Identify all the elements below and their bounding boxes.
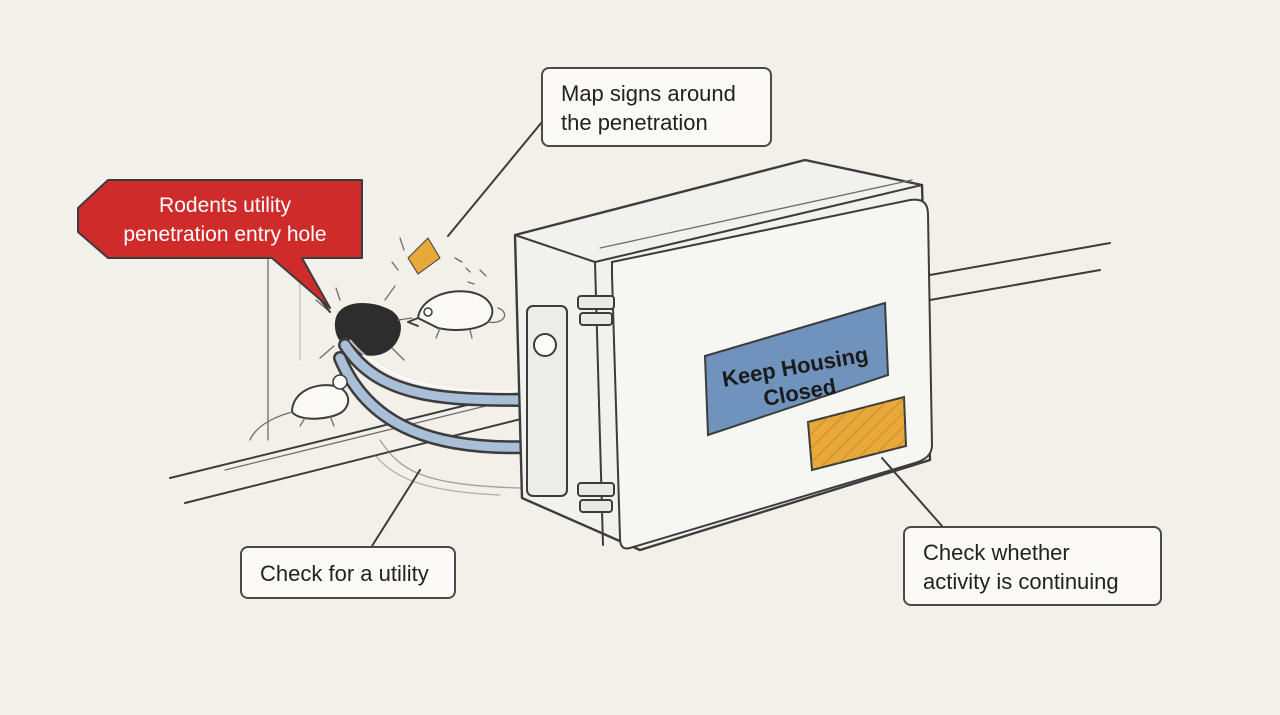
hinge-bottom <box>577 482 615 513</box>
alert-callout-shape <box>77 179 363 309</box>
debris-marks <box>391 237 487 285</box>
entry-hole-callout-line1: Rodents utility <box>159 194 291 217</box>
electrical-housing <box>513 158 934 552</box>
mouse-icon <box>249 374 350 441</box>
cables <box>333 338 537 455</box>
entry-hole-callout-line2: penetration entry hole <box>123 223 327 246</box>
check-utility-callout-text: Check for a utility <box>260 561 429 586</box>
hinge-top <box>577 295 615 326</box>
sign-plate <box>703 301 890 437</box>
check-activity-callout: Check whether activity is continuing <box>903 526 1162 606</box>
map-signs-callout-line1: Map signs around <box>561 81 736 106</box>
pipe-rail <box>169 242 1111 504</box>
check-activity-callout-line2: activity is continuing <box>923 569 1119 594</box>
side-port <box>533 333 557 357</box>
check-utility-callout: Check for a utility <box>240 546 456 599</box>
map-signs-callout: Map signs around the penetration <box>541 67 772 147</box>
check-activity-callout-line1: Check whether <box>923 540 1070 565</box>
map-signs-callout-line2: the penetration <box>561 110 708 135</box>
entry-hole-callout: Rodents utility penetration entry hole <box>90 182 360 258</box>
rat-icon <box>407 290 506 339</box>
entry-hole <box>315 285 413 361</box>
